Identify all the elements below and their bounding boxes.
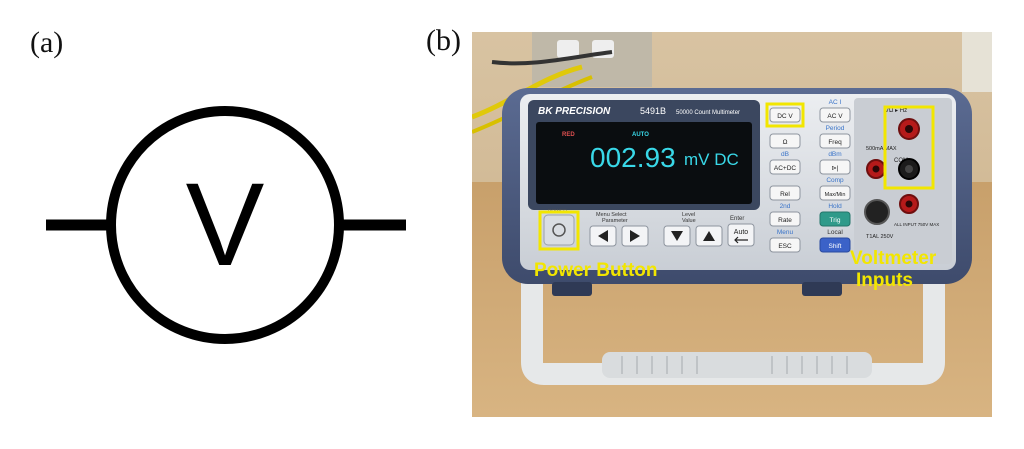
shift-key[interactable] bbox=[819, 237, 851, 253]
level-label: Level bbox=[682, 212, 695, 218]
power-button-annotation: Power Button bbox=[534, 260, 658, 281]
down-arrow-icon bbox=[671, 231, 683, 241]
model-number: 5491B bbox=[640, 106, 666, 116]
wall-panel bbox=[962, 32, 992, 92]
auto-key-label: Auto bbox=[734, 229, 749, 236]
enter-label: Enter bbox=[730, 216, 744, 222]
multimeter-foot bbox=[802, 282, 842, 296]
up-arrow-icon bbox=[703, 231, 715, 241]
com-input-jack-hole bbox=[905, 165, 913, 173]
symbol-circle bbox=[106, 106, 344, 344]
rate-key-label: Rate bbox=[778, 217, 792, 224]
parameter-label: Parameter bbox=[602, 218, 628, 224]
high-current-jack-hole bbox=[905, 200, 913, 208]
maxmin-key-label: Max/Min bbox=[825, 192, 846, 198]
power-button[interactable] bbox=[543, 214, 575, 246]
voltmeter-symbol: V bbox=[46, 106, 406, 344]
diode-key-label: ⊳| bbox=[831, 165, 838, 172]
lcd-screen bbox=[536, 122, 752, 204]
display-reading: 002.93 bbox=[590, 142, 676, 173]
fuse-label: T1AL 250V bbox=[866, 234, 894, 240]
dcv-key-highlight bbox=[765, 102, 805, 128]
voltage-input-jack-hole bbox=[905, 125, 913, 133]
freq-key-label: Freq bbox=[828, 139, 842, 146]
menu-select-label: Menu Select bbox=[596, 212, 627, 218]
power-button-highlight bbox=[538, 210, 580, 251]
voltmeter-annotation-line2: Inputs bbox=[856, 270, 913, 291]
esc-key-label: ESC bbox=[778, 243, 792, 250]
display-unit: mV DC bbox=[684, 150, 739, 169]
ohm-key[interactable] bbox=[769, 133, 801, 149]
enter-arrow-icon bbox=[734, 236, 748, 244]
acv-key-label: AC V bbox=[827, 113, 843, 120]
shift-key-label: Shift bbox=[828, 243, 841, 250]
current-input-jack-hole bbox=[872, 165, 880, 173]
key-sublabel-dbm: dBm bbox=[828, 151, 841, 158]
fuse-holder bbox=[864, 199, 890, 225]
display-indicator-red: RED bbox=[562, 132, 575, 138]
multimeter-photo: BK PRECISION 5491B 50000 Count Multimete… bbox=[472, 32, 992, 417]
key-sublabel-local: Local bbox=[827, 229, 843, 236]
ohm-key-label: Ω bbox=[783, 139, 788, 146]
value-label: Value bbox=[682, 218, 696, 224]
panel-b-label: (b) bbox=[426, 24, 461, 57]
rel-key[interactable] bbox=[769, 185, 801, 201]
wall-outlet bbox=[557, 40, 579, 58]
maxmin-key[interactable] bbox=[819, 185, 851, 201]
power-icon bbox=[552, 223, 566, 237]
display-indicator-auto: AUTO bbox=[632, 132, 649, 138]
voltmeter-inputs-highlight bbox=[883, 105, 935, 190]
left-arrow-icon bbox=[598, 230, 608, 242]
dcv-key[interactable] bbox=[769, 107, 801, 123]
key-sublabel-db: dB bbox=[781, 151, 789, 158]
dcv-key-label: DC V bbox=[777, 113, 793, 120]
brand-logo: BK PRECISION bbox=[538, 106, 611, 117]
acdc-key-label: AC+DC bbox=[774, 165, 797, 172]
vohm-jack-label: VΩ ▸ Hz bbox=[885, 108, 907, 114]
acv-key[interactable] bbox=[819, 107, 851, 123]
freq-key[interactable] bbox=[819, 133, 851, 149]
key-sublabel-comp: Comp bbox=[826, 177, 844, 184]
key-sublabel-hold: Hold bbox=[828, 203, 842, 210]
esc-key[interactable] bbox=[769, 237, 801, 253]
symbol-letter: V bbox=[186, 159, 265, 291]
diode-key[interactable] bbox=[819, 159, 851, 175]
rel-key-label: Rel bbox=[780, 191, 790, 198]
model-description: 50000 Count Multimeter bbox=[676, 110, 740, 116]
multimeter-foot bbox=[552, 282, 592, 296]
key-sublabel-aci: AC I bbox=[829, 99, 842, 106]
key-sublabel-menu: Menu bbox=[777, 229, 794, 236]
rate-key[interactable] bbox=[769, 211, 801, 227]
max-input-label: ALL INPUT 750V MAX bbox=[894, 222, 939, 227]
current-jack-label: 500mA MAX bbox=[866, 146, 897, 152]
key-sublabel-period: Period bbox=[826, 125, 845, 132]
handle-grip bbox=[602, 352, 872, 378]
com-jack-label: COM bbox=[894, 158, 908, 164]
key-sublabel-2nd: 2nd bbox=[780, 203, 791, 210]
acdc-key[interactable] bbox=[769, 159, 801, 175]
trig-key[interactable] bbox=[819, 211, 851, 227]
trig-key-label: Trig bbox=[830, 217, 841, 224]
black-cable bbox=[491, 50, 613, 66]
right-arrow-icon bbox=[630, 230, 640, 242]
voltmeter-annotation-line1: Voltmeter bbox=[850, 248, 937, 269]
panel-a-label: (a) bbox=[30, 26, 64, 59]
